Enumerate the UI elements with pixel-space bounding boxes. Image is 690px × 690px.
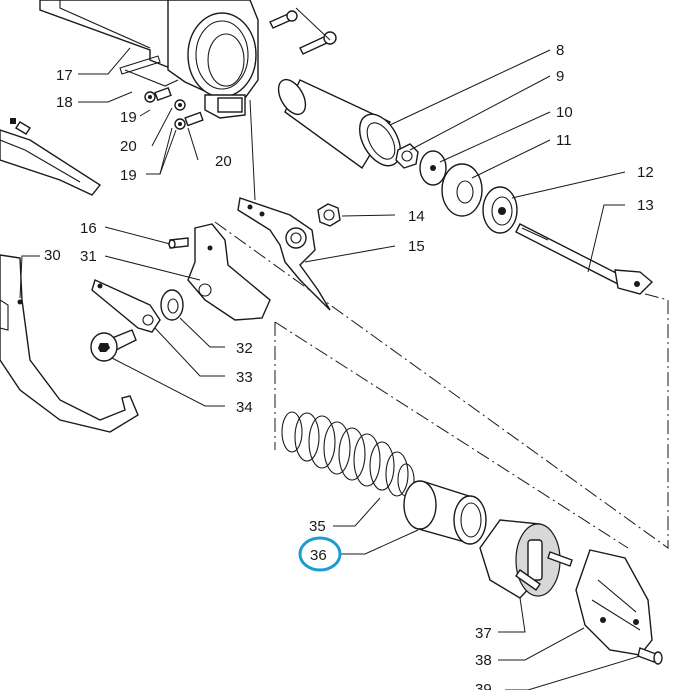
label-10: 10: [556, 104, 573, 121]
leader-lines: [19, 7, 641, 690]
bearing-part-12: [482, 186, 518, 234]
label-17: 17: [56, 67, 73, 84]
label-34: 34: [236, 399, 253, 416]
pin-part-16: [168, 237, 189, 249]
link-plate-part-33: [91, 279, 161, 333]
main-frame-housing: [39, 0, 259, 119]
spring-part-35: [281, 411, 415, 497]
label-11: 11: [556, 132, 572, 149]
label-37: 37: [475, 625, 492, 642]
nut-part-9: [395, 143, 419, 169]
tie-rod-part-13: [515, 223, 654, 295]
label-8: 8: [556, 42, 564, 59]
part-labels: 8 9 10 11 12 13 14 15 16 17 18 19 19 20 …: [44, 42, 654, 690]
screw-part-39: [637, 647, 663, 665]
label-19-upper: 19: [120, 109, 137, 126]
label-12: 12: [637, 164, 654, 181]
label-36: 36: [310, 547, 327, 564]
label-39: 39: [475, 681, 492, 690]
label-13: 13: [637, 197, 654, 214]
left-guide-rail: [0, 118, 102, 196]
cap-part-37: [479, 519, 573, 599]
label-18: 18: [56, 94, 73, 111]
label-9: 9: [556, 68, 564, 85]
top-screws: [269, 10, 337, 55]
label-35: 35: [309, 518, 326, 535]
washer-part-32: [160, 289, 184, 321]
assembly-boundary-line: [214, 221, 669, 549]
label-14: 14: [408, 208, 425, 225]
sleeve-part-36: [403, 480, 487, 545]
arm-part-30: [0, 254, 139, 433]
nut-part-14: [317, 203, 341, 227]
small-bolts-19-20: [144, 86, 204, 130]
washer-part-11: [441, 163, 483, 217]
label-19-lower: 19: [120, 167, 137, 184]
label-38: 38: [475, 652, 492, 669]
label-31: 31: [80, 248, 97, 265]
label-33: 33: [236, 369, 253, 386]
highlight-circle-36: [298, 536, 342, 572]
bolt-part-34: [90, 329, 137, 362]
label-16: 16: [80, 220, 97, 237]
hook-lever-part-15: [237, 197, 331, 311]
cylinder-part-8: [277, 78, 402, 170]
cover-disc-part-38: [575, 549, 653, 656]
label-32: 32: [236, 340, 253, 357]
label-15: 15: [408, 238, 425, 255]
label-20-left: 20: [120, 138, 137, 155]
label-30: 30: [44, 247, 61, 264]
cutter-blade-part-31: [187, 223, 271, 321]
label-20-right: 20: [215, 153, 232, 170]
washer-part-10: [419, 150, 447, 186]
